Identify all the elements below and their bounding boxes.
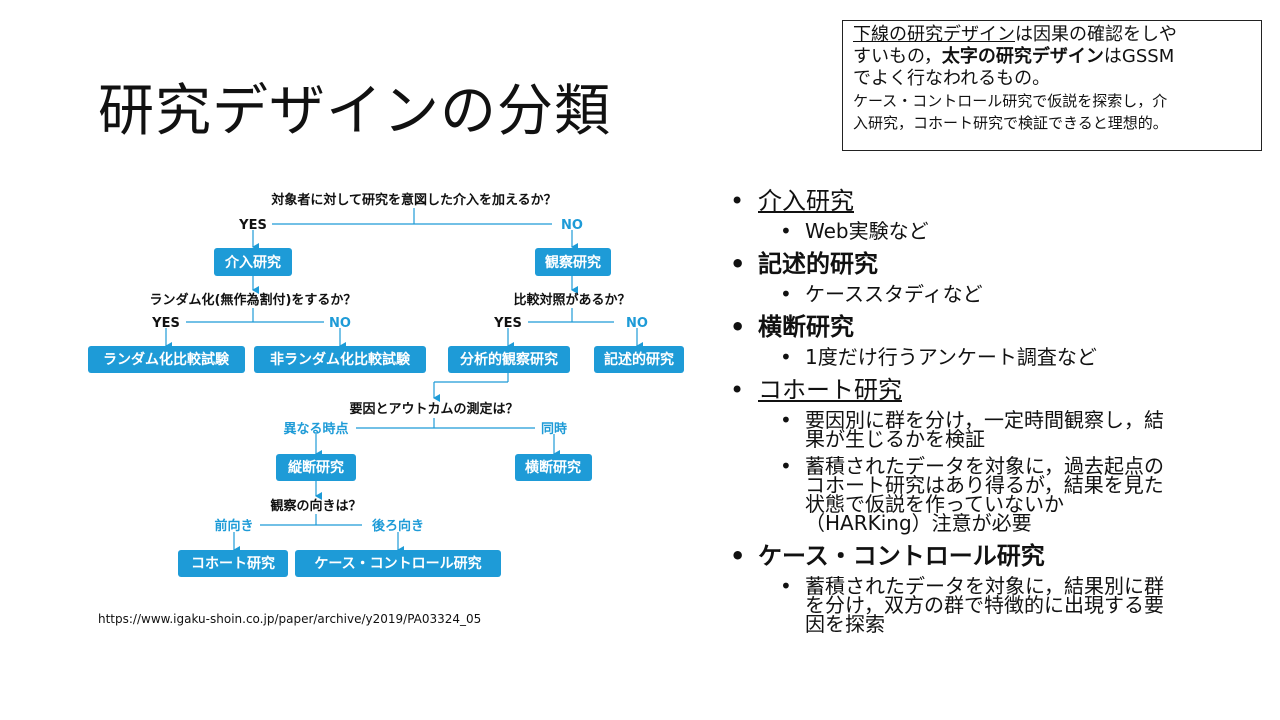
box-label: ケース・コントロール研究: [314, 555, 481, 572]
list-item-descriptive: 記述的研究: [730, 249, 1200, 279]
answer-yes: YES: [238, 218, 267, 233]
note-small-line-1: ケース・コントロール研究で仮説を探索し，介: [853, 92, 1168, 110]
box-label: 横断研究: [525, 459, 581, 476]
note-underline-text: 下線の研究デザイン: [853, 24, 1015, 45]
list-item-intervention: 介入研究: [730, 186, 1200, 216]
box-case-control-study: ケース・コントロール研究: [295, 550, 501, 577]
answer-backward: 後ろ向き: [372, 518, 424, 534]
list-subitem: 蓄積されたデータを対象に，結果別に群を分け，双方の群で特徴的に出現する要因を探索: [730, 576, 1175, 634]
question-comparison: 比較対照があるか？: [513, 292, 630, 308]
design-list: 介入研究 Web実験など 記述的研究 ケーススタディなど 横断研究 1度だけ行う…: [730, 186, 1200, 642]
note-line-3: でよく行なわれるもの。: [853, 68, 1051, 89]
list-subitem: 蓄積されたデータを対象に，過去起点のコホート研究はあり得るが，結果を見た状態で仮…: [730, 456, 1175, 533]
note-text: すいもの，: [853, 46, 942, 67]
box-label: 記述的研究: [604, 351, 674, 368]
source-url: https://www.igaku-shoin.co.jp/paper/arch…: [98, 612, 482, 626]
list-item-case-control: ケース・コントロール研究: [730, 541, 1200, 571]
list-subitem: 要因別に群を分け，一定時間観察し，結果が生じるかを検証: [730, 410, 1175, 449]
box-label: 縦断研究: [288, 459, 344, 476]
research-design-flowchart: 対象者に対して研究を意図した介入を加えるか？ ランダム化(無作為割付)をするか？…: [88, 192, 684, 577]
answer-forward: 前向き: [214, 518, 253, 534]
question-randomization: ランダム化(無作為割付)をするか？: [150, 292, 357, 308]
box-label: コホート研究: [191, 555, 275, 572]
answer-no: NO: [561, 218, 583, 233]
box-cross-sectional-study: 横断研究: [515, 454, 592, 481]
note-line-1: 下線の研究デザインは因果の確認をしや: [853, 24, 1251, 46]
list-subitem: ケーススタディなど: [730, 284, 1200, 304]
question-intervention: 対象者に対して研究を意図した介入を加えるか？: [270, 192, 556, 208]
slide-title: 研究デザインの分類: [98, 79, 611, 144]
box-longitudinal-study: 縦断研究: [276, 454, 356, 481]
note-small-line-2: 入研究，コホート研究で検証できると理想的。: [853, 114, 1168, 132]
box-analytic-observational: 分析的観察研究: [448, 346, 570, 373]
answer-yes: YES: [493, 316, 522, 331]
answer-different-time: 異なる時点: [283, 421, 348, 437]
answer-yes: YES: [151, 316, 180, 331]
list-subitem: 1度だけ行うアンケート調査など: [730, 347, 1200, 367]
box-descriptive-study: 記述的研究: [594, 346, 684, 373]
answer-no: NO: [329, 316, 351, 331]
box-label: 介入研究: [224, 254, 281, 271]
box-label: 観察研究: [545, 254, 601, 271]
box-label: ランダム化比較試験: [103, 351, 230, 368]
box-rct: ランダム化比較試験: [88, 346, 245, 373]
question-direction: 観察の向きは？: [269, 498, 361, 514]
list-item-cross-sectional: 横断研究: [730, 312, 1200, 342]
box-observational-study: 観察研究: [535, 248, 611, 276]
question-measurement: 要因とアウトカムの測定は？: [349, 401, 518, 417]
note-bold-text: 太字の研究デザイン: [941, 46, 1104, 67]
flow-lines: [165, 208, 643, 554]
box-nonrandomized-trial: 非ランダム化比較試験: [254, 346, 426, 373]
note-text: はGSSM: [1103, 46, 1175, 67]
answer-no: NO: [626, 316, 648, 331]
note-box: 下線の研究デザインは因果の確認をしや すいもの，太字の研究デザインはGSSM で…: [842, 20, 1262, 151]
note-line-2: すいもの，太字の研究デザインはGSSM: [853, 46, 1251, 68]
note-text: は因果の確認をしや: [1015, 24, 1177, 45]
answer-same-time: 同時: [541, 421, 567, 437]
list-subitem: Web実験など: [730, 221, 1200, 241]
box-intervention-study: 介入研究: [214, 248, 292, 276]
box-cohort-study: コホート研究: [178, 550, 288, 577]
list-item-cohort: コホート研究: [730, 375, 1200, 405]
box-label: 分析的観察研究: [460, 351, 558, 368]
box-label: 非ランダム化比較試験: [270, 351, 411, 368]
